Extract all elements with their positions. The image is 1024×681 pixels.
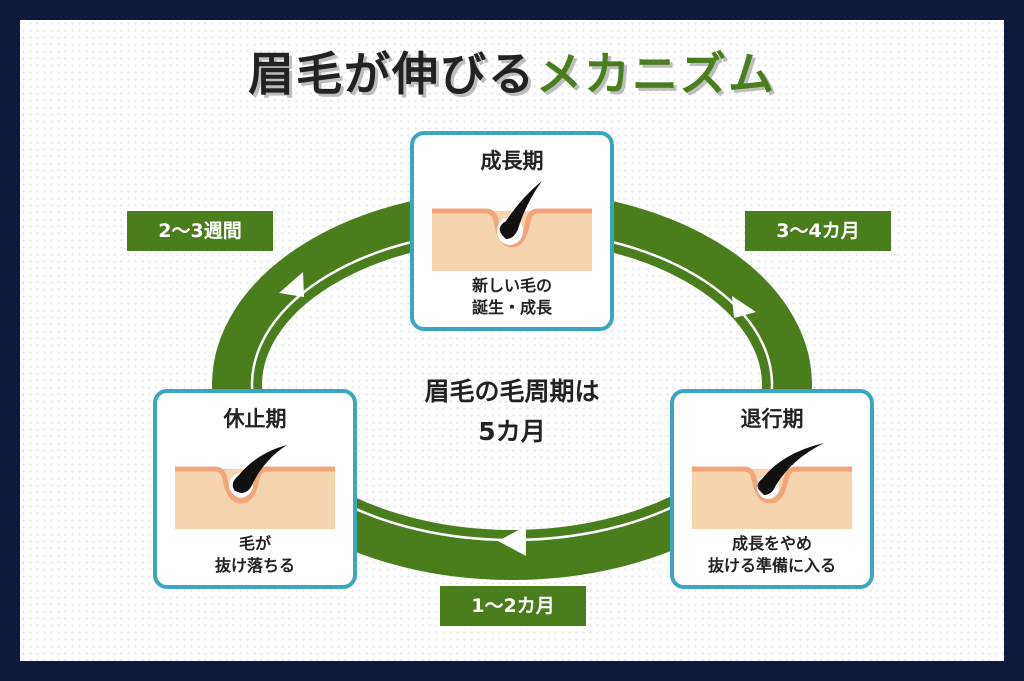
phase-title-regression: 退行期 bbox=[740, 407, 804, 431]
arrow-left-bottom bbox=[498, 526, 526, 556]
phase-title-rest: 休止期 bbox=[223, 407, 287, 431]
title-accent: メカニズム bbox=[536, 47, 776, 101]
phase-title-growth: 成長期 bbox=[480, 149, 544, 173]
phase-desc-rest: 毛が 抜け落ちる bbox=[157, 533, 353, 577]
hair-illustration-growth bbox=[432, 181, 592, 271]
phase-desc-growth: 新しい毛の 誕生・成長 bbox=[414, 275, 610, 319]
duration-badge-growth-to-regression: 3〜4カ月 bbox=[745, 211, 891, 251]
page-title: 眉毛が伸びるメカニズム bbox=[0, 38, 1024, 104]
phase-desc-rest-line1: 毛が bbox=[238, 534, 271, 553]
cycle-center-line2: 5カ月 bbox=[478, 417, 546, 446]
duration-badge-regression-to-rest: 1〜2カ月 bbox=[440, 586, 586, 626]
phase-desc-growth-line2: 誕生・成長 bbox=[471, 298, 552, 317]
phase-card-growth: 成長期 新しい毛の 誕生・成長 bbox=[410, 131, 614, 331]
phase-desc-growth-line1: 新しい毛の bbox=[471, 276, 552, 295]
phase-card-rest: 休止期 毛が 抜け落ちる bbox=[153, 389, 357, 589]
phase-desc-regression-line2: 抜ける準備に入る bbox=[707, 556, 836, 575]
cycle-center-label: 眉毛の毛周期は 5カ月 bbox=[377, 372, 647, 452]
hair-illustration-regression bbox=[692, 443, 852, 529]
arrow-right-down bbox=[732, 296, 756, 318]
phase-card-regression: 退行期 成長をやめ 抜ける準備に入る bbox=[670, 389, 874, 589]
phase-desc-regression-line1: 成長をやめ bbox=[731, 534, 812, 553]
arrow-left-up bbox=[279, 272, 304, 297]
hair-illustration-rest bbox=[175, 445, 335, 529]
phase-desc-rest-line2: 抜け落ちる bbox=[214, 556, 295, 575]
title-main: 眉毛が伸びる bbox=[248, 47, 536, 101]
duration-badge-rest-to-growth: 2〜3週間 bbox=[127, 211, 273, 251]
phase-desc-regression: 成長をやめ 抜ける準備に入る bbox=[674, 533, 870, 577]
cycle-center-line1: 眉毛の毛周期は bbox=[424, 377, 600, 406]
